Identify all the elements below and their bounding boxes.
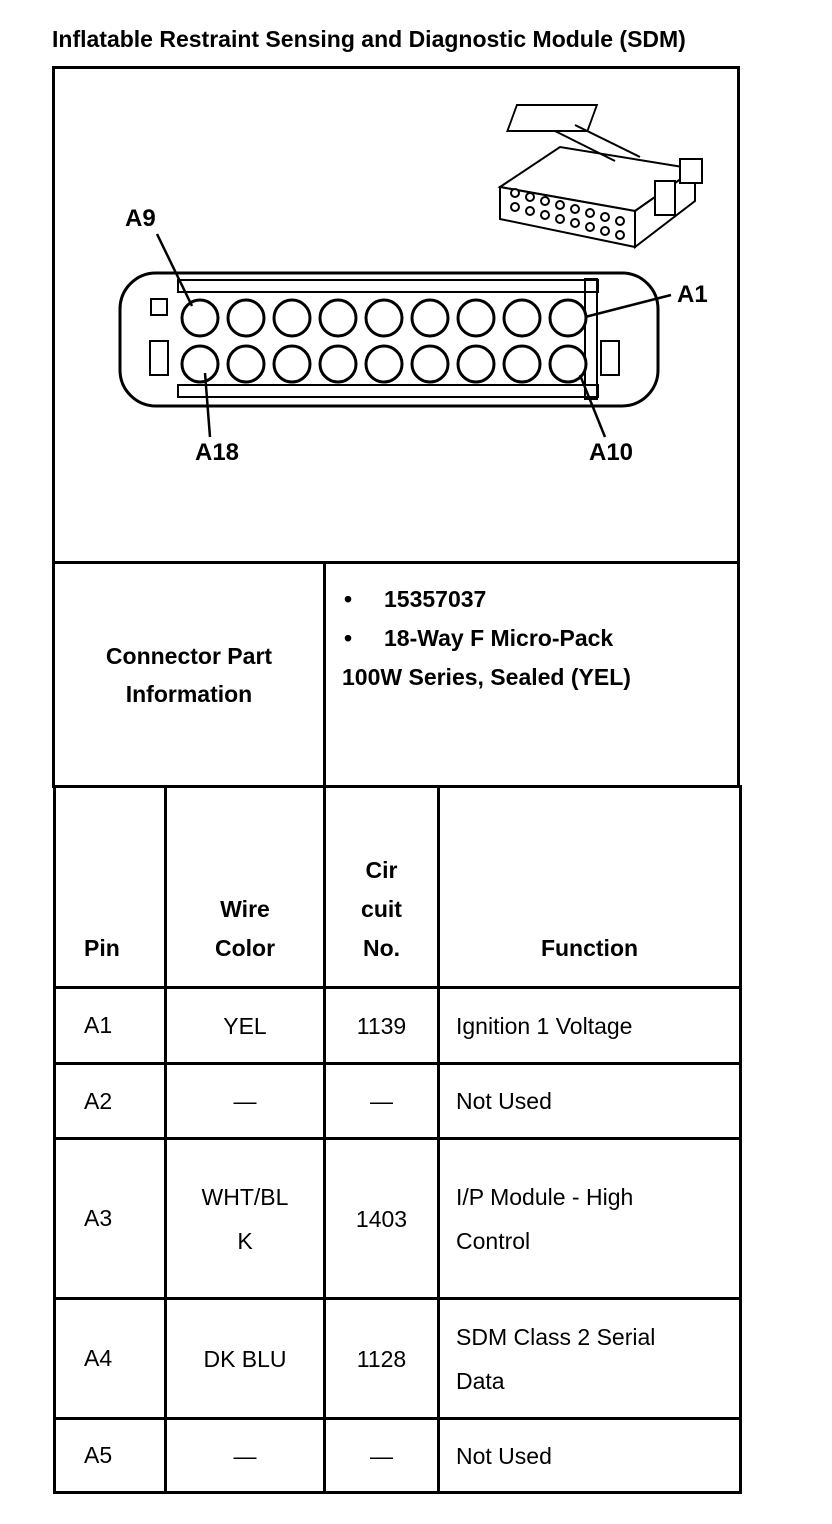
cell-pin: A4 xyxy=(53,1297,167,1420)
cell-circuit: 1403 xyxy=(323,1137,440,1300)
cell-function: Not Used xyxy=(437,1062,742,1140)
cell-wire-color: WHT/BLK xyxy=(201,1183,289,1254)
table-header-row: Pin Wire Color Cir cuit No. Function xyxy=(53,785,742,989)
cell-wire-color: — xyxy=(164,1062,326,1140)
connector-info-label-line2: Information xyxy=(125,680,253,707)
table-row: A2 — — Not Used xyxy=(53,1062,742,1140)
connector-type: •18-Way F Micro-Pack xyxy=(344,625,614,651)
cell-pin: A5 xyxy=(53,1417,167,1494)
cell-wire-color: — xyxy=(164,1417,326,1494)
connector-part-number: •15357037 xyxy=(344,586,487,612)
pin-label-a10: A10 xyxy=(589,439,634,466)
cell-circuit: — xyxy=(323,1417,440,1494)
cell-function: Ignition 1 Voltage xyxy=(437,986,742,1065)
header-function: Function xyxy=(437,785,742,989)
connector-info-label: Connector Part Information xyxy=(55,564,326,785)
cell-circuit: 1128 xyxy=(323,1297,440,1420)
pin-label-a9: A9 xyxy=(125,205,156,232)
connector-face-drawing xyxy=(118,104,703,438)
pin-label-a18: A18 xyxy=(195,439,240,466)
cell-pin: A2 xyxy=(53,1062,167,1140)
bullet-icon: • xyxy=(344,586,353,612)
cell-wire-color: YEL xyxy=(164,986,326,1065)
pin-label-a1: A1 xyxy=(677,281,708,308)
table-row: A4 DK BLU 1128 SDM Class 2 Serial Data xyxy=(53,1297,742,1420)
connector-info-details: •15357037 •18-Way F Micro-Pack 100W Seri… xyxy=(326,564,737,785)
cell-function: I/P Module - High Control xyxy=(456,1183,634,1254)
header-wire-color: Wire Color xyxy=(164,785,326,989)
bullet-icon: • xyxy=(344,625,353,651)
table-row: A5 — — Not Used xyxy=(53,1417,742,1494)
cell-function: Not Used xyxy=(437,1417,742,1494)
cell-pin: A1 xyxy=(53,986,167,1065)
cell-function: SDM Class 2 Serial Data xyxy=(456,1323,656,1394)
leader-lines xyxy=(155,233,672,438)
cell-wire-color: DK BLU xyxy=(164,1297,326,1420)
cell-pin: A3 xyxy=(53,1137,167,1300)
header-circuit-no: Cir cuit No. xyxy=(323,785,440,989)
cell-circuit: 1139 xyxy=(323,986,440,1065)
connector-info-label-line1: Connector Part xyxy=(105,642,273,669)
connector-series: 100W Series, Sealed (YEL) xyxy=(342,664,631,690)
table-row: A1 YEL 1139 Ignition 1 Voltage xyxy=(53,986,742,1065)
header-pin: Pin xyxy=(53,785,167,989)
page-title: Inflatable Restraint Sensing and Diagnos… xyxy=(52,26,686,52)
pinout-table: Pin Wire Color Cir cuit No. Function A1 … xyxy=(53,785,742,1494)
connector-diagram: A9 A1 A18 A10 xyxy=(55,69,737,564)
pin-cavities xyxy=(180,298,588,384)
table-row: A3 WHT/BLK 1403 I/P Module - High Contro… xyxy=(53,1137,742,1300)
cell-circuit: — xyxy=(323,1062,440,1140)
connector-3d-icon xyxy=(497,104,703,250)
connector-frame: A9 A1 A18 A10 Connector Part Information… xyxy=(52,66,740,788)
